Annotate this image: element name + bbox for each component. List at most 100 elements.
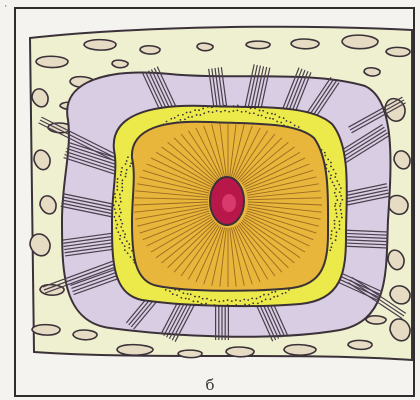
outer-cell [246, 41, 270, 49]
granule [116, 185, 118, 187]
granule [177, 114, 179, 116]
granule [273, 296, 275, 298]
granule [222, 305, 224, 307]
granule [335, 173, 337, 175]
granule [324, 155, 326, 157]
granule [340, 203, 342, 205]
granule [120, 174, 122, 176]
granule [186, 112, 188, 114]
granule [180, 297, 182, 299]
granule [116, 224, 118, 226]
granule [339, 228, 341, 230]
granule [126, 169, 128, 171]
granule [124, 233, 126, 235]
granule [197, 301, 199, 303]
granule [339, 191, 341, 193]
granule [252, 302, 254, 304]
granule [121, 190, 123, 192]
outer-cell [364, 68, 380, 76]
granule [330, 234, 332, 236]
granule [214, 304, 216, 306]
granule [274, 113, 276, 115]
granule [202, 108, 204, 110]
outer-cell [197, 43, 213, 51]
granule [241, 106, 243, 108]
granule [223, 300, 225, 302]
figure-caption: б [0, 376, 420, 394]
outer-cell [117, 345, 153, 356]
granule [340, 187, 342, 189]
granule [330, 166, 332, 168]
outer-cell [84, 40, 116, 51]
granule [190, 111, 192, 113]
granule [228, 106, 230, 108]
granule [341, 217, 343, 219]
outer-cell [291, 39, 319, 49]
granule [121, 183, 123, 185]
granule [257, 302, 259, 304]
granule [250, 107, 252, 109]
granule [122, 230, 124, 232]
granule [202, 298, 204, 300]
granule [333, 185, 335, 187]
granule [115, 220, 117, 222]
granule [188, 298, 190, 300]
granule [276, 121, 278, 123]
granule [253, 112, 255, 114]
granule [187, 293, 189, 295]
granule [336, 180, 338, 182]
granule [119, 208, 121, 210]
granule [330, 246, 332, 248]
outer-cell [30, 234, 50, 256]
granule [241, 111, 243, 113]
outer-cell [390, 286, 410, 304]
granule [298, 126, 300, 128]
granule [335, 195, 337, 197]
granule [335, 203, 337, 205]
granule [212, 111, 214, 113]
outer-cell [226, 347, 254, 357]
granule [334, 192, 336, 194]
granule [231, 300, 233, 302]
outer-cell [390, 319, 410, 341]
granule [118, 215, 120, 217]
granule [340, 195, 342, 197]
granule [201, 303, 203, 305]
granule [224, 110, 226, 112]
granule [113, 216, 115, 218]
outer-cell [32, 325, 60, 336]
granule [182, 114, 184, 116]
granule [254, 107, 256, 109]
granule [128, 247, 130, 249]
granule [174, 117, 176, 119]
granule [330, 238, 332, 240]
granule [251, 297, 253, 299]
granule [119, 235, 121, 237]
granule [335, 188, 337, 190]
granule [194, 296, 196, 298]
granule [188, 116, 190, 118]
granule [178, 290, 180, 292]
granule [117, 231, 119, 233]
granule [207, 106, 209, 108]
granule [170, 118, 172, 120]
granule [268, 294, 270, 296]
granule [262, 110, 264, 112]
granule [119, 194, 121, 196]
granule [115, 227, 117, 229]
granule [328, 171, 330, 173]
granule [185, 298, 187, 300]
granule [232, 110, 234, 112]
granule [129, 165, 131, 167]
nucleus-highlight [222, 194, 236, 212]
granule [114, 208, 116, 210]
granule [203, 112, 205, 114]
granule [218, 306, 220, 308]
granule [184, 118, 186, 120]
granule [336, 231, 338, 233]
granule [341, 199, 343, 201]
granule [334, 205, 336, 207]
granule [244, 304, 246, 306]
granule [126, 160, 128, 162]
